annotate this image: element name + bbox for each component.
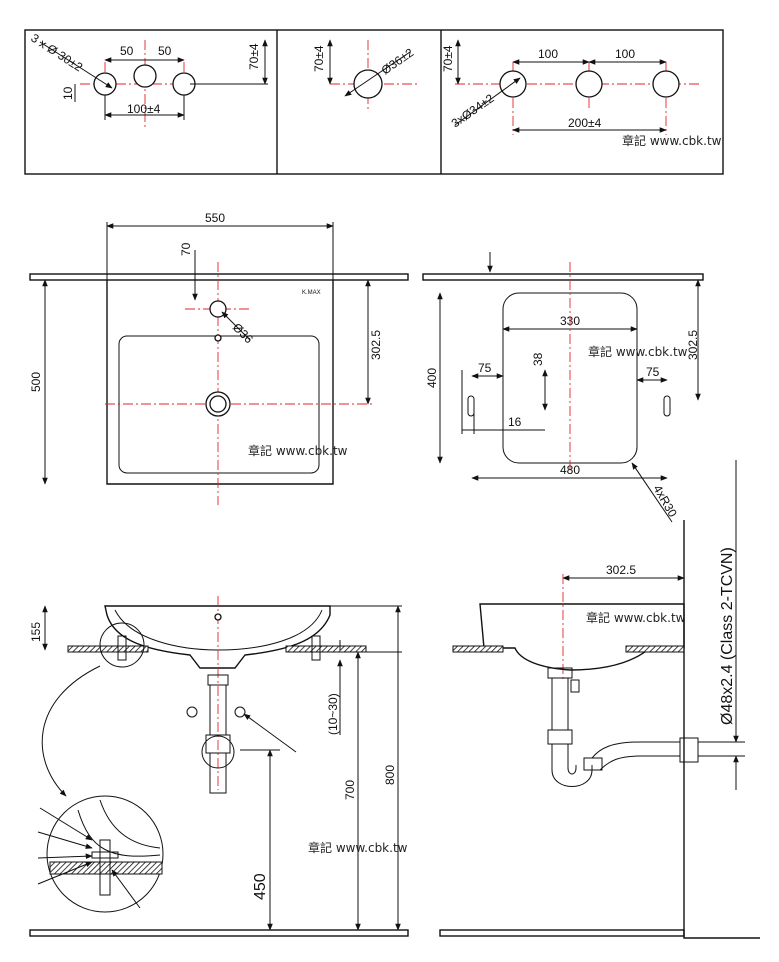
- hole-c-right: [652, 70, 680, 98]
- top-view: 550 70 500 302.5 Ø36 K.MAX 章記 www.cbk.tw: [29, 211, 409, 505]
- dim-under-left: 75: [478, 361, 492, 375]
- clip-left: [117, 635, 127, 661]
- label-under-radius: 4xR30: [650, 483, 680, 520]
- dim-front-drain: 450: [252, 873, 269, 900]
- counter-left: [67, 645, 149, 653]
- label-side-pipe: Ø48x2.4 (Class 2-TCVN): [719, 547, 736, 725]
- side-counter-left: [452, 645, 504, 653]
- dim-top-center-depth: 302.5: [369, 330, 383, 360]
- dim-under-center: 302.5: [686, 330, 700, 360]
- dim-under-slot-height: 38: [531, 352, 545, 366]
- top-drain-inner: [209, 395, 227, 413]
- dim-a-offset: 10: [61, 86, 75, 100]
- label-b-hole: Ø36±2: [379, 45, 417, 77]
- valve-right: [234, 706, 246, 718]
- front-view: 155 450 (10~30) 700 800: [29, 596, 409, 937]
- dim-c-left: 100: [538, 47, 558, 61]
- dim-side-center: 302.5: [606, 563, 636, 577]
- top-view-outline: [106, 280, 334, 485]
- side-pipe: [551, 677, 569, 731]
- dim-under-right: 75: [646, 365, 660, 379]
- watermark-2: 章記 www.cbk.tw: [248, 443, 348, 458]
- side-counter-right: [625, 645, 685, 653]
- brand-label: K.MAX: [302, 290, 321, 296]
- detail-enlargement: [37, 795, 164, 913]
- valve-left: [186, 706, 198, 718]
- hole-c-left: [499, 70, 527, 98]
- dim-front-total-height: 800: [383, 765, 397, 785]
- front-floor: [29, 929, 409, 937]
- panel-a-three-hole: 50 50 100±4 3 x Ø 30±2 10 70±4: [28, 31, 268, 130]
- watermark-1: 章記 www.cbk.tw: [622, 133, 722, 148]
- dim-front-counter-height: 700: [343, 780, 357, 800]
- detail-circle: [99, 622, 145, 668]
- dim-front-counter-range: (10~30): [326, 693, 340, 735]
- front-basin: [104, 605, 331, 669]
- dim-a-right: 50: [158, 44, 172, 58]
- side-trap-outer: [551, 744, 593, 787]
- label-a-hole: 3 x Ø 30±2: [28, 31, 85, 75]
- counter-right: [285, 645, 367, 653]
- dim-c-total: 200±4: [568, 116, 602, 130]
- dim-under-slot-width: 16: [508, 415, 522, 429]
- detail-bolt: [99, 839, 111, 896]
- dim-c-right: 100: [615, 47, 635, 61]
- slot-right: [663, 395, 671, 417]
- side-pipe-upper: [591, 741, 680, 759]
- faucet-hole-panels: 50 50 100±4 3 x Ø 30±2 10 70±4 70±4 Ø36±…: [24, 29, 724, 175]
- hole-single: [353, 69, 383, 99]
- side-wall: [683, 520, 760, 939]
- dim-a-height: 70±4: [247, 43, 261, 70]
- panel-b-single-hole: 70±4 Ø36±2: [312, 39, 420, 110]
- side-wall-flange: [679, 737, 699, 763]
- dim-top-width: 550: [205, 211, 225, 225]
- slot-left: [467, 395, 475, 417]
- hole-center: [133, 64, 157, 88]
- dim-top-hole-offset: 70: [179, 242, 193, 256]
- dim-top-depth: 500: [29, 372, 43, 392]
- top-overflow: [214, 334, 222, 342]
- under-view: 330 400 302.5 75 75 38 16 480 4xR30 章記 w…: [422, 252, 704, 523]
- side-trap-inner: [567, 744, 577, 775]
- dim-c-height: 70±4: [441, 45, 455, 72]
- dim-b-height: 70±4: [312, 45, 326, 72]
- dim-a-left: 50: [120, 44, 134, 58]
- panel-c-widespread: 100 100 200±4 70±4 3xØ34±2 章記 www.cbk.tw: [441, 39, 722, 148]
- dim-front-height: 155: [29, 622, 43, 642]
- dim-a-total: 100±4: [127, 102, 161, 116]
- side-floor: [439, 929, 685, 937]
- top-view-counter: [29, 273, 409, 281]
- watermark-4: 章記 www.cbk.tw: [308, 840, 408, 855]
- top-faucet-hole: [209, 300, 227, 318]
- hole-c-center: [575, 70, 603, 98]
- under-view-counter: [422, 273, 704, 281]
- watermark-3: 章記 www.cbk.tw: [588, 344, 688, 359]
- clip-right: [311, 635, 321, 661]
- dim-under-depth: 400: [425, 368, 439, 388]
- dim-under-total: 480: [560, 463, 580, 477]
- watermark-5: 章記 www.cbk.tw: [586, 610, 686, 625]
- front-pipe-lower: [209, 752, 227, 794]
- side-pipe-lower: [599, 755, 680, 771]
- side-view: 302.5 Ø48x2.4 (Class 2-TCVN) 章記 www.cbk.…: [439, 460, 760, 939]
- panel-frame: [24, 29, 724, 175]
- label-c-hole: 3xØ34±2: [449, 91, 497, 131]
